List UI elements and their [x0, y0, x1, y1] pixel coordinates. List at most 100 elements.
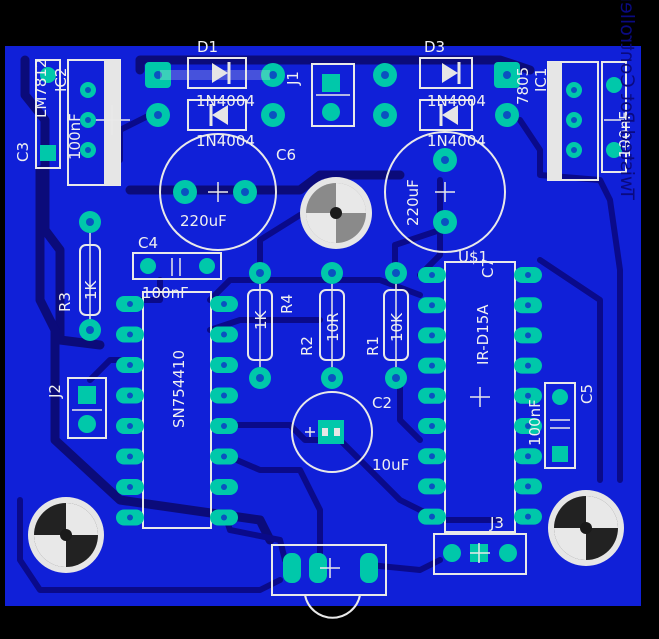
- label-c6: C6: [276, 146, 296, 164]
- label-c1-val: 100nF: [616, 111, 634, 158]
- ic-pad-drill: [429, 483, 435, 490]
- c6-capacitor: [159, 133, 277, 251]
- label-u1-part: SN754410: [170, 350, 188, 428]
- c2-capacitor: [291, 391, 373, 473]
- ic-pad-drill: [127, 423, 133, 429]
- diode-d1: [145, 57, 285, 89]
- c3-capacitor: [35, 59, 61, 169]
- label-c5-val: 100nF: [526, 399, 544, 446]
- label-d1-part: 1N4004: [196, 92, 255, 110]
- ic-pad-drill: [127, 392, 133, 399]
- label-d3-part: 1N4004: [427, 92, 486, 110]
- ic-pad-drill: [127, 331, 133, 338]
- ic-pad-drill: [221, 423, 227, 429]
- label-c3-val: 100nF: [66, 113, 84, 160]
- ic-pad-drill: [525, 392, 531, 399]
- resistor-r1: [383, 262, 409, 389]
- ic-pad-drill: [127, 484, 133, 490]
- label-d2-part: 1N4004: [196, 132, 255, 150]
- label-c6-val: 220uF: [180, 212, 227, 230]
- ic-pad-drill: [429, 423, 435, 429]
- ic-pad-drill: [221, 392, 227, 399]
- label-u2: U$1: [458, 248, 488, 266]
- resistor-r4: [247, 262, 273, 389]
- ic-pad-drill: [221, 514, 227, 521]
- mounting-hole-top: [300, 177, 372, 249]
- c1-capacitor: [601, 61, 627, 173]
- mounting-hole-right: [548, 490, 624, 566]
- label-r4-val: 1K: [252, 309, 270, 330]
- ic-pad-drill: [525, 513, 531, 520]
- ic-pad-drill: [127, 301, 133, 307]
- label-j2: J2: [46, 384, 64, 399]
- diode-d4: [373, 99, 519, 131]
- label-r2-val: 10R: [324, 312, 342, 342]
- resistor-r3: [79, 211, 101, 341]
- ic-pad-drill: [127, 362, 133, 368]
- ic-pad-drill: [429, 362, 435, 369]
- label-d4-part: 1N4004: [427, 132, 486, 150]
- mounting-hole-left: [28, 497, 104, 573]
- label-j1: J1: [284, 71, 302, 86]
- label-ic2: IC2: [52, 68, 70, 92]
- label-d1: D1: [197, 38, 218, 56]
- label-ic1-part: 7805: [514, 67, 532, 105]
- label-r2: R2: [298, 336, 316, 356]
- ic-pad-drill: [429, 513, 435, 520]
- ic-pad-drill: [525, 302, 531, 309]
- c5-capacitor: [544, 382, 576, 469]
- ic-pad-drill: [429, 453, 435, 460]
- label-r3-val: 1K: [82, 279, 100, 300]
- u1-sn754410: [116, 291, 238, 529]
- connector-bottom: [271, 544, 387, 619]
- ic-pad-drill: [525, 453, 531, 460]
- resistor-r2: [319, 262, 345, 389]
- ic-pad-drill: [429, 302, 435, 309]
- connector-j3: [433, 533, 527, 575]
- label-c4: C4: [138, 234, 158, 252]
- label-j3: J3: [489, 514, 504, 532]
- ic-pad-drill: [221, 362, 227, 368]
- label-r3: R3: [56, 292, 74, 312]
- label-u2-part: IR-D15A: [474, 304, 492, 365]
- ic-pad-drill: [525, 272, 531, 278]
- label-ic1: IC1: [532, 68, 550, 92]
- ic-pad-drill: [221, 331, 227, 338]
- silkscreen-labels: D1 D3 1N4004 1N4004 1N4004 1N4004 J1 IC2…: [14, 0, 638, 532]
- label-c4-val: 100nF: [142, 284, 189, 302]
- ic-pad-drill: [429, 272, 435, 278]
- ic-pad-drill: [429, 392, 435, 399]
- ic-pad-drill: [127, 453, 133, 460]
- ic-pad-drill: [525, 483, 531, 490]
- ic-pad-drill: [221, 301, 227, 307]
- ic-pad-drill: [525, 423, 531, 429]
- ic-pad-drill: [127, 514, 133, 521]
- label-c3: C3: [14, 142, 32, 162]
- label-c2: C2: [372, 394, 392, 412]
- ic1-regulator: [547, 61, 599, 181]
- c4-capacitor: [132, 252, 222, 280]
- label-c2-val: 10uF: [372, 456, 409, 474]
- connector-j2: [67, 377, 107, 439]
- u2-ir-d15a: [418, 261, 542, 533]
- label-r1: R1: [364, 336, 382, 356]
- label-d3: D3: [424, 38, 445, 56]
- ic-pad-drill: [221, 453, 227, 460]
- ic-pad-drill: [525, 362, 531, 369]
- label-r1-val: 10K: [388, 312, 406, 342]
- label-mirrored-title: Twisted Pot Controller: [616, 0, 638, 201]
- label-r4: R4: [278, 294, 296, 314]
- connector-j1: [311, 63, 355, 127]
- diode-d3: [373, 57, 520, 89]
- ic2-regulator: [67, 59, 130, 186]
- label-c5: C5: [578, 384, 596, 404]
- ic-pad-drill: [429, 332, 435, 339]
- c7-capacitor: [384, 131, 506, 253]
- label-c7: C7: [479, 258, 497, 278]
- label-ic2-part: LM7812: [32, 59, 50, 118]
- label-c7-val: 220uF: [404, 179, 422, 226]
- diode-d2: [146, 99, 285, 131]
- ic-pad-drill: [221, 484, 227, 490]
